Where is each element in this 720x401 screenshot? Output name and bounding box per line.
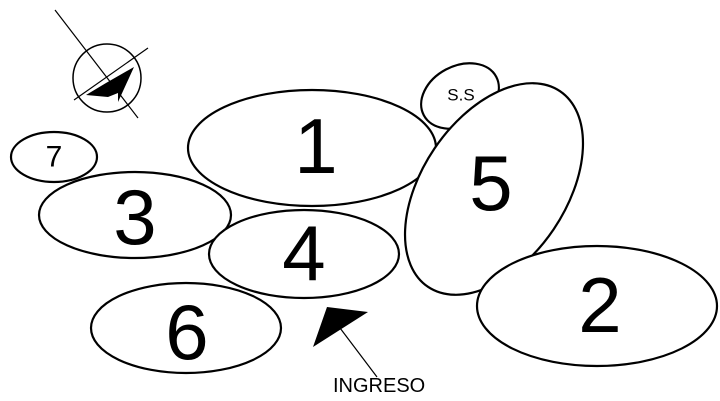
- zone-7-label: 7: [46, 141, 63, 174]
- zone-7-bubble: [9, 130, 99, 184]
- zone-2-bubble: [475, 244, 719, 368]
- north-arrow-icon: [54, 9, 149, 119]
- zone-3-bubble: [37, 170, 233, 260]
- zone-4-bubble: [207, 208, 401, 300]
- zone-6-bubble: [89, 281, 283, 375]
- zone-ss-label: S.S: [447, 86, 474, 105]
- entrance-label: INGRESO: [333, 375, 425, 397]
- entrance-arrow-icon: [313, 307, 378, 378]
- zone-4-label: 4: [282, 209, 325, 297]
- zone-2-label: 2: [578, 261, 621, 349]
- zone-3-label: 3: [113, 173, 156, 261]
- zone-5-label: 5: [469, 139, 512, 227]
- zone-5-bubble: [403, 82, 585, 296]
- zone-1-label: 1: [294, 102, 337, 190]
- zone-6-label: 6: [165, 288, 208, 376]
